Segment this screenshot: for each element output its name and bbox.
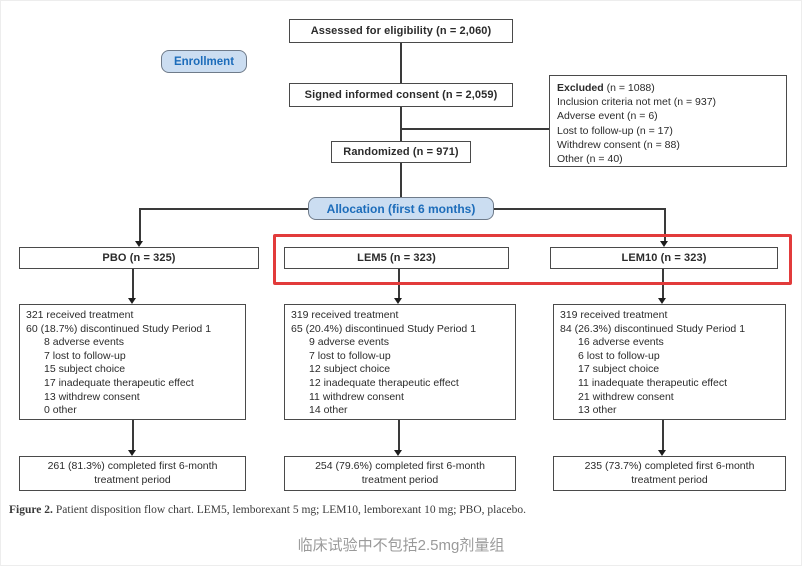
- completed-box-lem5: 254 (79.6%) completed first 6-month trea…: [284, 456, 516, 491]
- connector-branch-excluded: [400, 128, 549, 130]
- arrow-pbo-details: [129, 269, 136, 304]
- connector-allocation-left: [139, 208, 309, 210]
- line: 0 other: [44, 404, 77, 417]
- arrow-lem10-details: [659, 269, 666, 304]
- line: 16 adverse events: [578, 336, 664, 349]
- line: 15 subject choice: [44, 363, 126, 376]
- arrow-lem5-details: [395, 269, 402, 304]
- figure-caption-label: Figure 2.: [9, 504, 53, 516]
- line: 7 lost to follow-up: [309, 349, 391, 362]
- line: Lost to follow-up (n = 17): [557, 124, 673, 137]
- excluded-title-n: (n = 1088): [606, 82, 655, 94]
- arrow-into-pbo: [136, 208, 143, 247]
- connector-allocation-right: [492, 208, 664, 210]
- line: Adverse event (n = 6): [557, 110, 658, 123]
- line: 11 inadequate therapeutic effect: [578, 376, 728, 389]
- line: 13 withdrew consent: [44, 390, 140, 403]
- line: 7 lost to follow-up: [44, 349, 126, 362]
- arrow-lem5-completed: [395, 420, 402, 456]
- assessed-eligibility-box: Assessed for eligibility (n = 2,060): [289, 19, 513, 43]
- line: 12 subject choice: [309, 363, 391, 376]
- figure-caption: Figure 2.Patient disposition flow chart.…: [9, 504, 789, 516]
- line: Withdrew consent (n = 88): [557, 138, 680, 151]
- arm-box-pbo: PBO (n = 325): [19, 247, 259, 269]
- randomized-box: Randomized (n = 971): [331, 141, 471, 163]
- line: 12 inadequate therapeutic effect: [309, 376, 459, 389]
- connector-randomized-allocation: [400, 163, 402, 198]
- completed-box-lem10: 235 (73.7%) completed first 6-month trea…: [553, 456, 786, 491]
- line: 11 withdrew consent: [309, 390, 404, 403]
- signed-consent-box: Signed informed consent (n = 2,059): [289, 83, 513, 107]
- connector-consent-randomized: [400, 106, 402, 142]
- completed-box-pbo: 261 (81.3%) completed first 6-month trea…: [19, 456, 246, 491]
- line: 321 received treatment: [26, 309, 134, 321]
- connector-assessed-consent: [400, 43, 402, 83]
- arm-box-lem5: LEM5 (n = 323): [284, 247, 509, 269]
- excluded-title-line: Excluded (n = 1088): [557, 81, 779, 95]
- line: 9 adverse events: [309, 336, 389, 349]
- line: 17 inadequate therapeutic effect: [44, 376, 194, 389]
- line: 319 received treatment: [560, 309, 668, 321]
- allocation-badge: Allocation (first 6 months): [308, 197, 494, 220]
- chinese-note: 临床试验中不包括2.5mg剂量组: [297, 537, 505, 554]
- arrow-pbo-completed: [129, 420, 136, 456]
- line: 60 (18.7%) discontinued Study Period 1: [26, 322, 212, 335]
- arm-box-lem10: LEM10 (n = 323): [550, 247, 778, 269]
- enrollment-badge: Enrollment: [161, 50, 247, 73]
- line: 319 received treatment: [291, 309, 399, 321]
- arrow-into-lem10: [661, 208, 668, 247]
- figure-caption-text: Patient disposition flow chart. LEM5, le…: [55, 504, 527, 516]
- line: 21 withdrew consent: [578, 390, 674, 403]
- line: 14 other: [309, 404, 348, 417]
- line: 8 adverse events: [44, 336, 124, 349]
- line: 17 subject choice: [578, 363, 660, 376]
- line: 13 other: [578, 404, 617, 417]
- arrow-lem10-completed: [659, 420, 666, 456]
- line: Other (n = 40): [557, 153, 623, 166]
- line: Inclusion criteria not met (n = 937): [557, 96, 717, 109]
- line: 6 lost to follow-up: [578, 349, 660, 362]
- line: 84 (26.3%) discontinued Study Period 1: [560, 322, 746, 335]
- line: 65 (20.4%) discontinued Study Period 1: [291, 322, 477, 335]
- excluded-box: Excluded (n = 1088) Inclusion criteria n…: [549, 75, 787, 167]
- excluded-reasons: Inclusion criteria not met (n = 937)Adve…: [557, 95, 779, 166]
- excluded-title: Excluded: [557, 82, 604, 94]
